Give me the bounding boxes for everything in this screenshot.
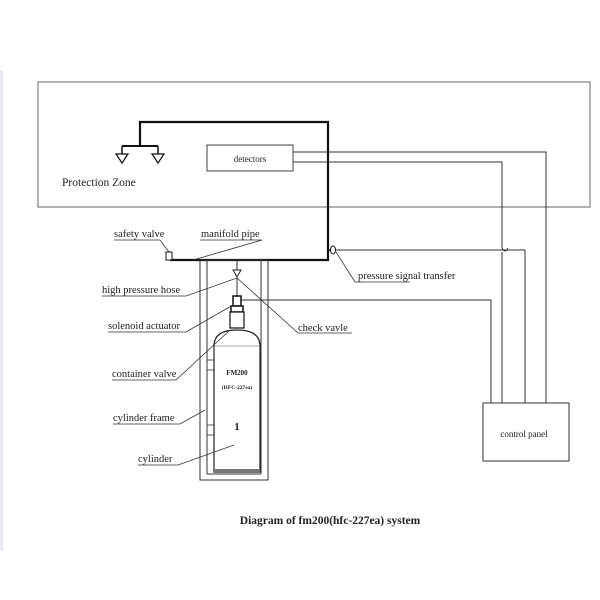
detector-wire-1	[293, 151, 547, 403]
pressure-signal-transfer-icon	[330, 245, 336, 255]
detectors-label: detectors	[234, 154, 267, 164]
high-pressure-hose-label: high pressure hose	[102, 285, 180, 296]
manifold-pipe-label: manifold pipe	[201, 229, 260, 240]
cylinder-frame	[199, 259, 269, 481]
cylinder-label: cylinder	[138, 454, 173, 465]
cylinder-agent-sublabel: (HFC-227ea)	[222, 384, 253, 391]
solenoid-actuator-label: solenoid actuator	[108, 321, 181, 332]
safety-valve-label: safety valve	[114, 229, 165, 240]
detector-wire-2	[293, 161, 503, 248]
discharge-nozzles	[114, 120, 330, 260]
pressure-signal-wire	[336, 249, 526, 403]
cylinder-agent-label: FM200	[226, 369, 248, 377]
safety-valve-icon	[165, 251, 173, 261]
protection-zone-box	[37, 81, 591, 208]
check-valve-icon	[232, 269, 242, 279]
solenoid-actuator-icon	[232, 295, 242, 307]
protection-zone-label: Protection Zone	[62, 177, 136, 189]
cylinder-frame-label: cylinder frame	[113, 413, 175, 424]
page-edge	[0, 70, 3, 550]
control-panel-label: control panel	[500, 429, 548, 439]
cylinder-icon	[213, 329, 261, 473]
nozzle-icon	[114, 153, 130, 165]
leader-lines	[102, 239, 410, 466]
solenoid-wire	[240, 299, 492, 403]
diagram-title: Diagram of fm200(hfc-227ea) system	[240, 515, 421, 527]
container-valve-icon	[229, 311, 245, 329]
container-valve-label: container valve	[112, 369, 177, 380]
main-discharge-pipe	[138, 120, 330, 260]
check-valve-label: check vavle	[298, 323, 348, 334]
cylinder-number: 1	[234, 421, 240, 433]
pressure-signal-transfer-label: pressure signal transfer	[358, 271, 456, 282]
detectors-box	[206, 144, 294, 172]
nozzle-icon	[150, 153, 166, 165]
control-panel-box	[482, 402, 570, 462]
